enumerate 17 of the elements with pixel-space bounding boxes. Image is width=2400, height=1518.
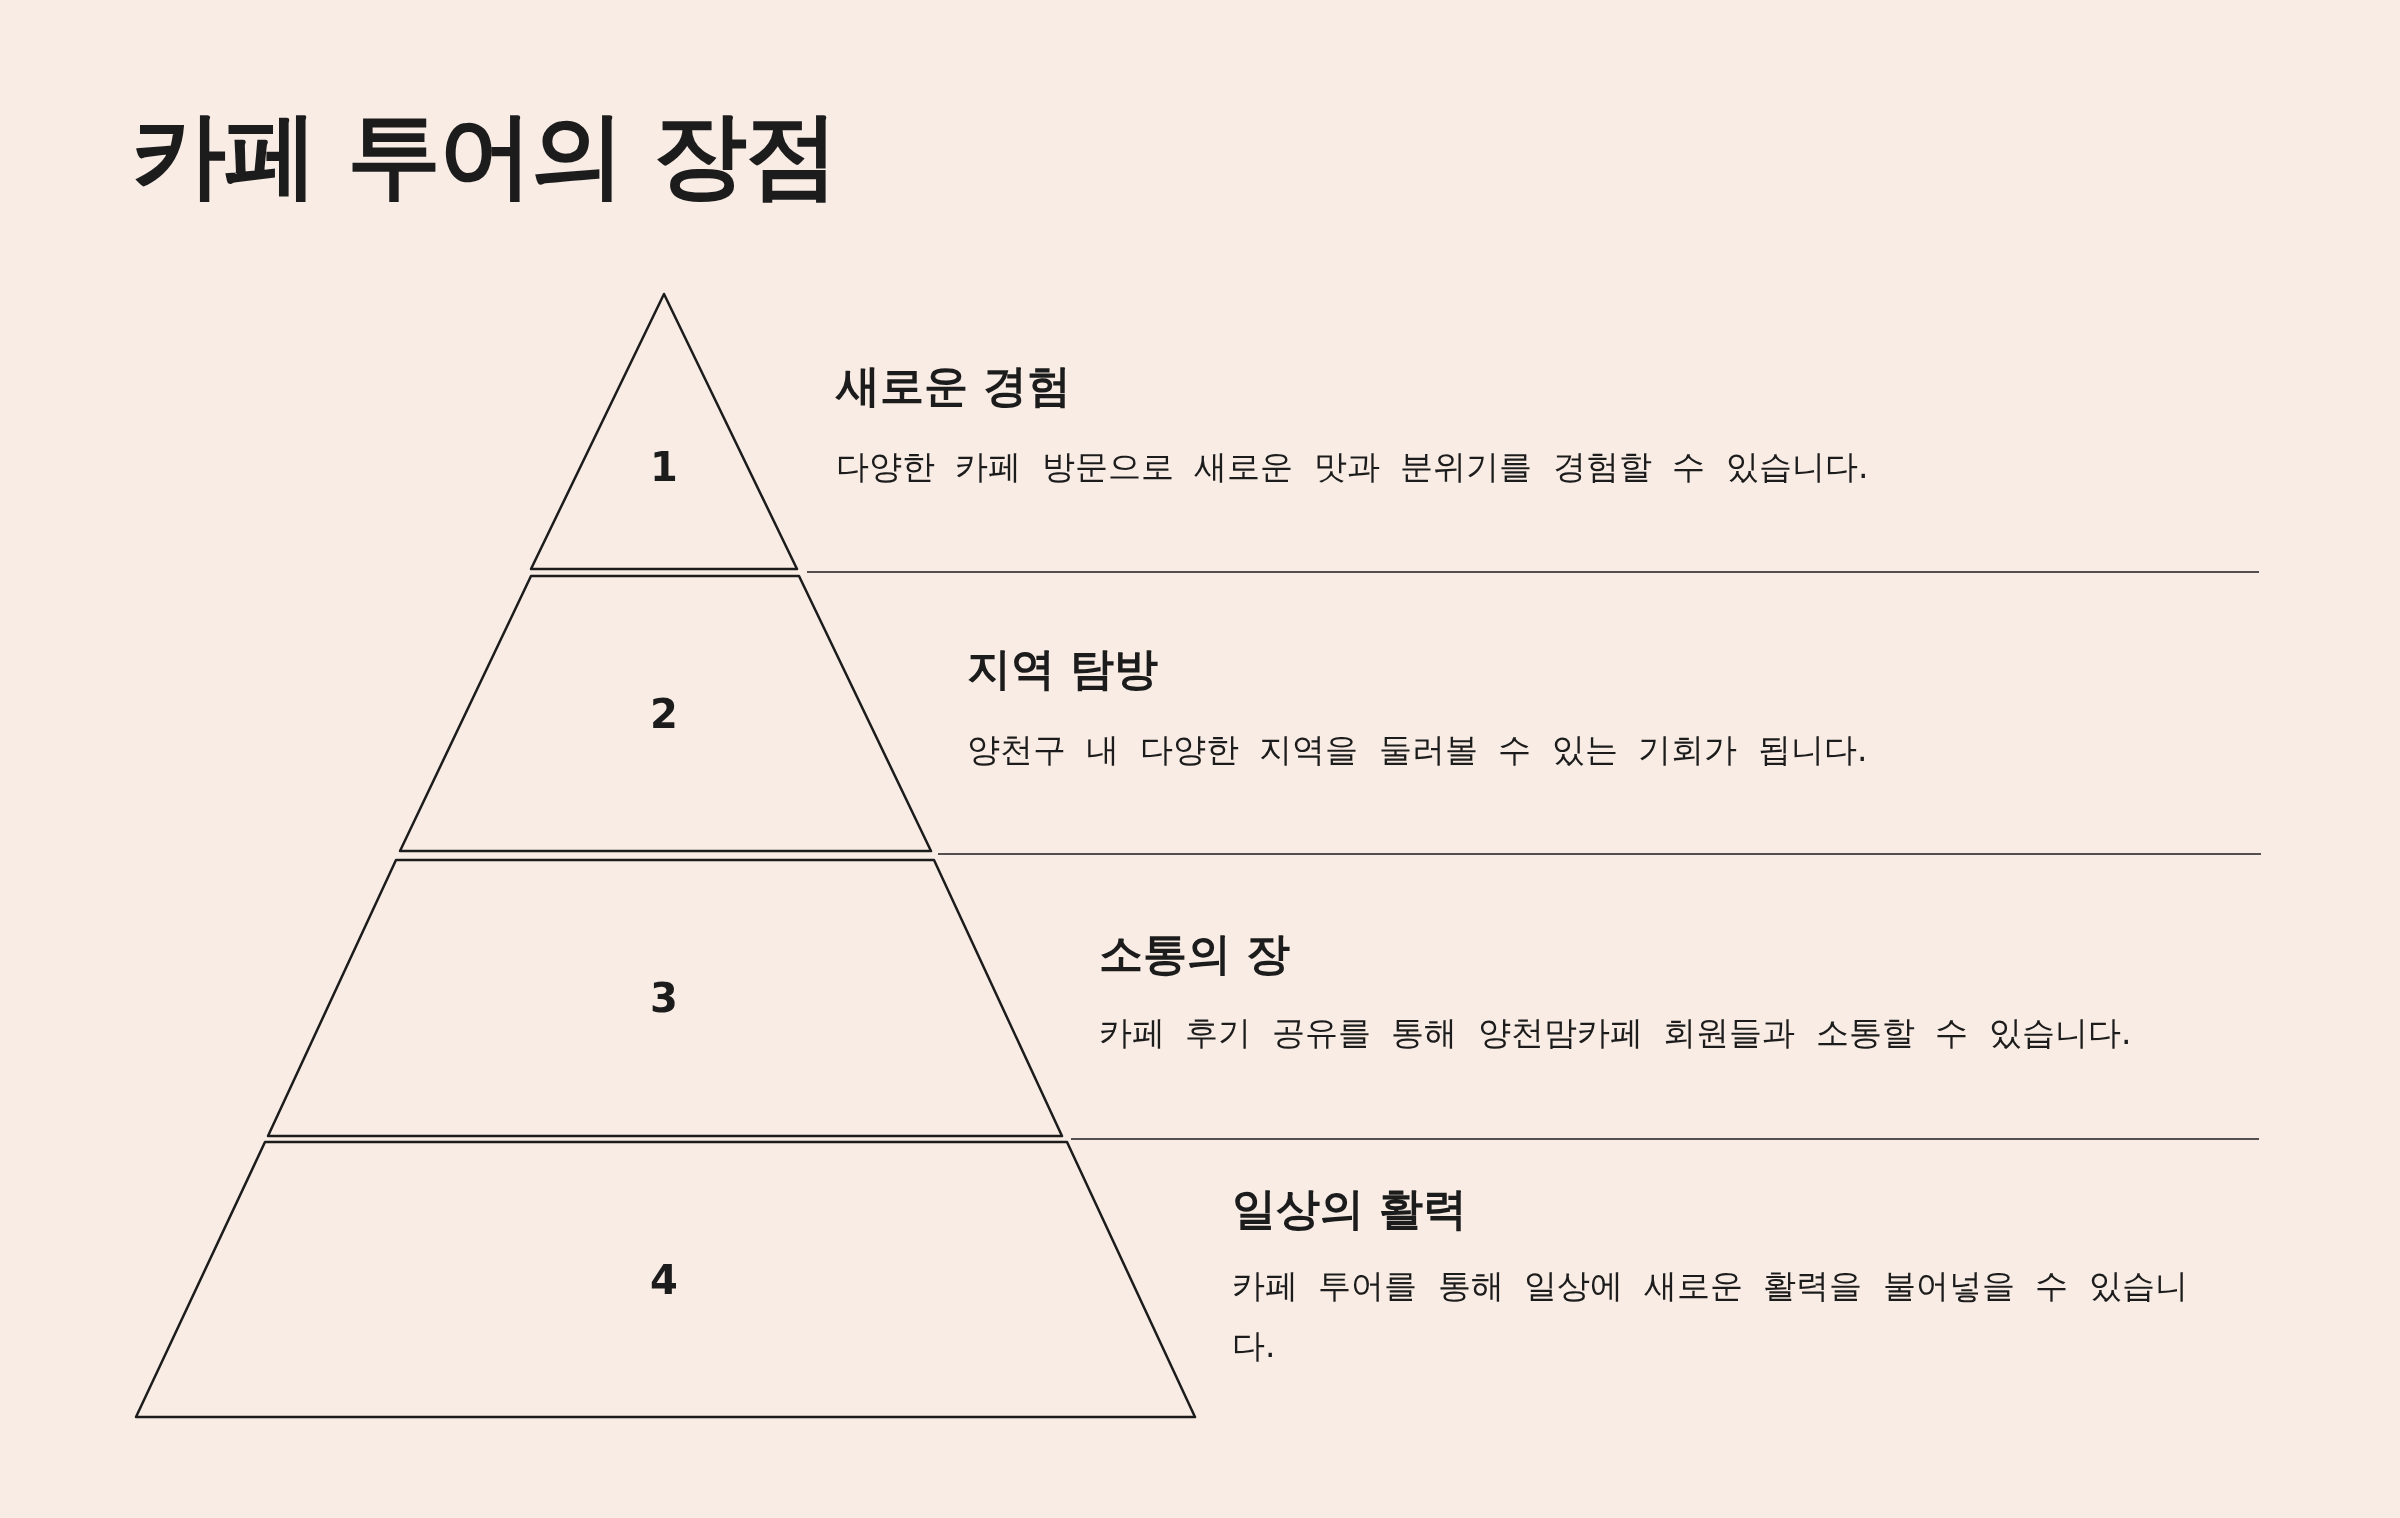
pyramid-level [268, 860, 1062, 1136]
level-heading: 일상의 활력 [1232, 1181, 1468, 1236]
level-heading: 소통의 장 [1099, 926, 1291, 981]
level-description: 다양한 카페 방문으로 새로운 맛과 분위기를 경험할 수 있습니다. [836, 446, 1870, 488]
level-description: 카페 투어를 통해 일상에 새로운 활력을 불어넣을 수 있습니다. [1232, 1265, 2189, 1367]
level-number: 4 [650, 1256, 678, 1303]
title: 카페 투어의 장점 [132, 99, 838, 211]
pyramid-level [400, 576, 931, 851]
level-number: 1 [650, 444, 678, 491]
level-heading: 새로운 경험 [836, 358, 1072, 413]
level-heading: 지역 탐방 [967, 641, 1159, 696]
level-number: 3 [650, 975, 678, 1021]
pyramid-level [531, 294, 797, 569]
level-description: 양천구 내 다양한 지역을 둘러볼 수 있는 기회가 됩니다. [967, 729, 1869, 771]
level-number: 2 [650, 690, 678, 737]
level-description: 카페 후기 공유를 통해 양천맘카페 회원들과 소통할 수 있습니다. [1099, 1012, 2133, 1054]
pyramid-level [136, 1142, 1195, 1417]
